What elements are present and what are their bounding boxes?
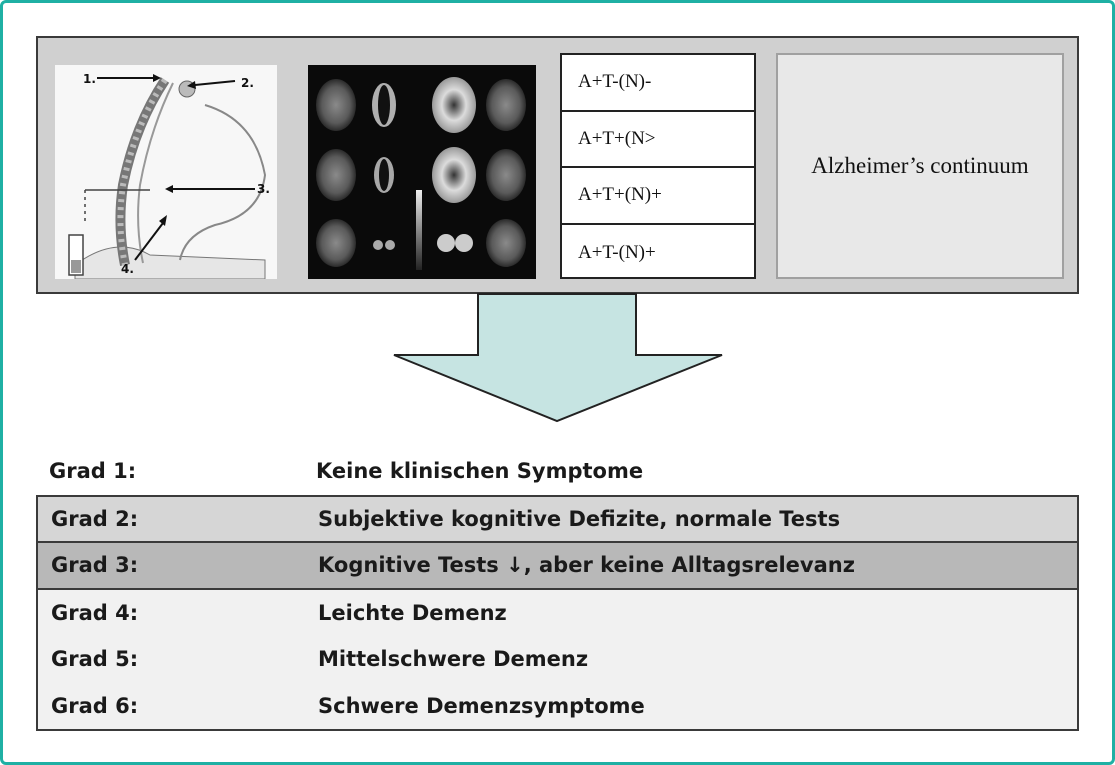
diagnostics-panel: 1. 2. 3. 4. (36, 36, 1079, 294)
grade-row-1: Grad 1: Keine klinischen Symptome (36, 448, 1079, 495)
grade-list: Grad 1: Keine klinischen Symptome Grad 2… (36, 448, 1079, 731)
grade-row-2: Grad 2: Subjektive kognitive Defizite, n… (38, 496, 1077, 543)
down-arrow-icon (393, 293, 723, 423)
grade-row-6: Grad 6: Schwere Demenzsymptome (38, 682, 1077, 729)
atn-profile-4: A+T-(N)+ (578, 241, 656, 263)
grade-description: Keine klinischen Symptome (316, 459, 644, 484)
alzheimers-continuum-label: Alzheimer’s continuum (776, 53, 1064, 279)
grade-description: Schwere Demenzsymptome (318, 693, 645, 718)
spine-label-4: 4. (121, 262, 134, 276)
grade-description: Mittelschwere Demenz (318, 647, 589, 672)
atn-profile-list: A+T-(N)- A+T+(N> A+T+(N)+ A+T-(N)+ (560, 53, 756, 279)
grade-label: Grad 4: (51, 600, 139, 625)
grade-table: Grad 2: Subjektive kognitive Defizite, n… (36, 494, 1079, 731)
lumbar-puncture-illustration: 1. 2. 3. 4. (55, 65, 277, 280)
grade-label: Grad 2: (51, 506, 139, 531)
atn-profile-2: A+T+(N> (562, 112, 754, 168)
grade-row-4: Grad 4: Leichte Demenz (38, 589, 1077, 636)
spine-label-1: 1. (83, 72, 96, 86)
brain-scan-images (308, 65, 536, 279)
atn-profile-3: A+T+(N)+ (562, 168, 754, 225)
grade-row-3: Grad 3: Kognitive Tests ↓, aber keine Al… (38, 543, 1077, 590)
atn-profile-1: A+T-(N)- (562, 55, 754, 112)
spine-label-2: 2. (241, 76, 254, 90)
spine-label-3: 3. (257, 182, 270, 196)
grade-label: Grad 1: (49, 459, 137, 484)
grade-label: Grad 6: (51, 693, 139, 718)
grade-description: Kognitive Tests ↓, aber keine Alltagsrel… (318, 553, 855, 578)
grade-label: Grad 3: (51, 553, 139, 578)
grade-description: Leichte Demenz (318, 600, 507, 625)
grade-description: Subjektive kognitive Defizite, normale T… (318, 506, 841, 531)
grade-label: Grad 5: (51, 647, 139, 672)
grade-row-5: Grad 5: Mittelschwere Demenz (38, 636, 1077, 683)
